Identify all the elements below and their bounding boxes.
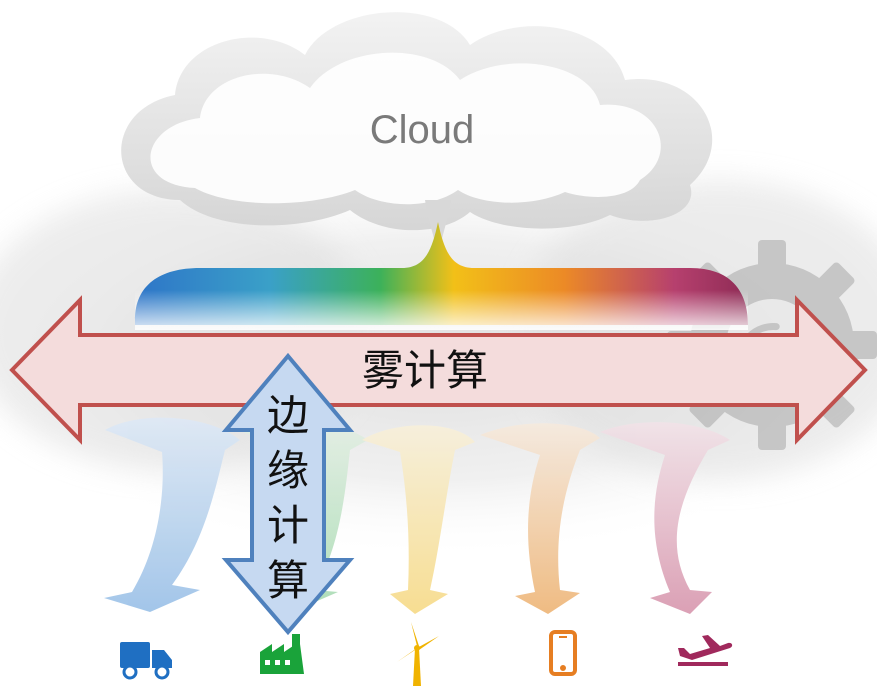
edge-arrow-shape xyxy=(221,352,355,636)
fog-computing-label: 雾计算 xyxy=(362,346,488,395)
edge-label-char: 边 xyxy=(267,391,309,440)
edge-computing-label: 边 缘 计 算 xyxy=(267,391,309,605)
edge-label-char: 缘 xyxy=(267,446,309,495)
airplane-icon xyxy=(678,635,733,666)
truck-icon xyxy=(120,642,172,680)
stream-pink xyxy=(600,422,730,614)
rainbow-band xyxy=(135,222,748,330)
fog-arrow-shape xyxy=(9,295,868,445)
fog-computing-arrow xyxy=(9,295,868,445)
edge-label-char: 算 xyxy=(267,556,309,605)
stream-blue xyxy=(104,417,240,612)
cloud-label: Cloud xyxy=(370,108,475,152)
stream-orange xyxy=(480,423,600,614)
factory-icon xyxy=(260,634,304,674)
device-row xyxy=(120,622,733,686)
edge-label-char: 计 xyxy=(267,501,309,550)
cloud-shape xyxy=(121,12,713,265)
wind-turbine-icon xyxy=(397,622,439,686)
smartphone-icon xyxy=(549,630,577,676)
edge-computing-arrow xyxy=(221,352,355,636)
stream-yellow xyxy=(362,425,475,614)
